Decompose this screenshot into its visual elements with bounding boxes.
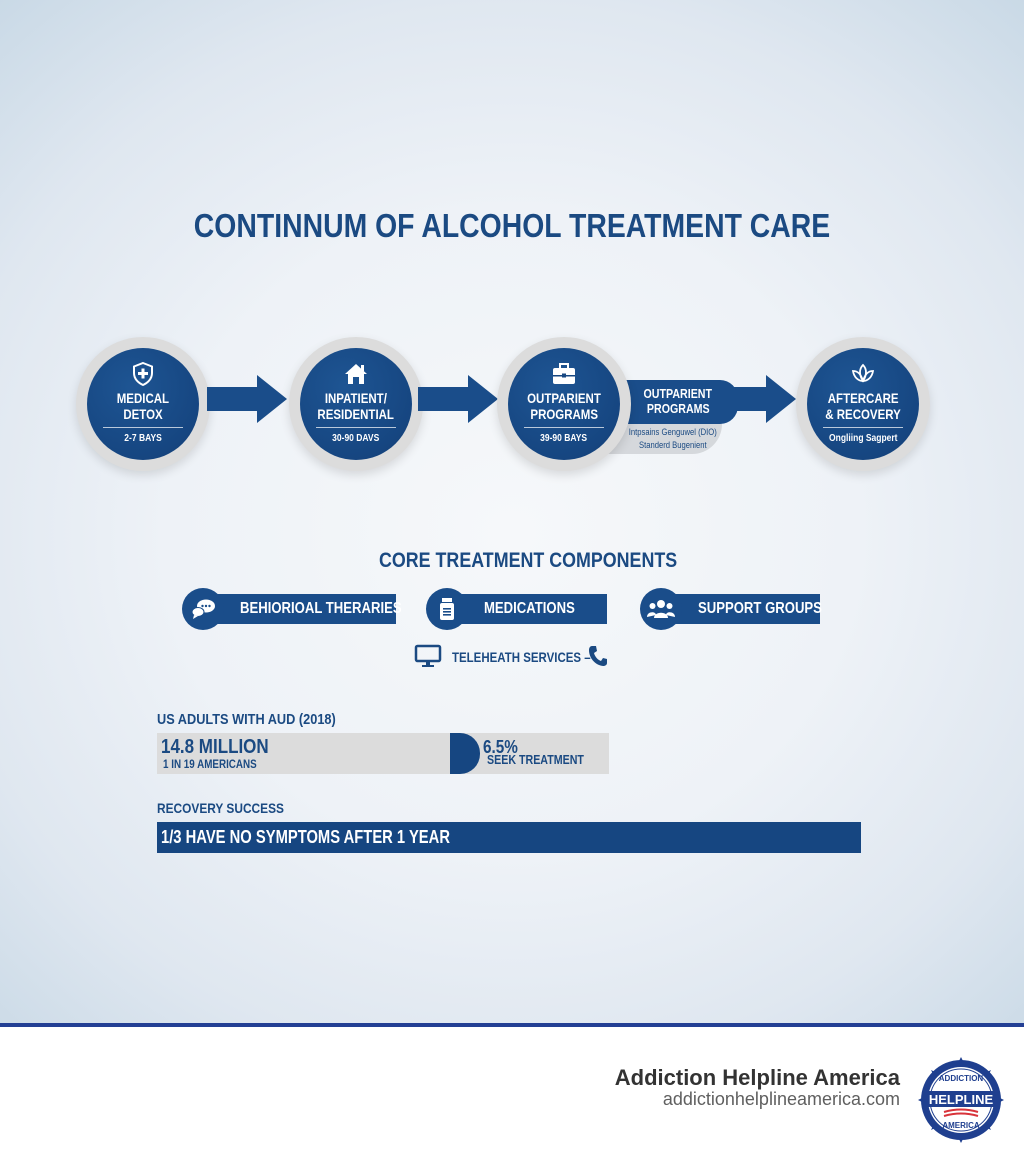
- svg-text:AMERICA: AMERICA: [942, 1121, 980, 1130]
- aud-stat-bar: 14.8 MILLION 1 IN 19 AMERICANS 6.5% SEEK…: [157, 733, 609, 774]
- stage-duration: Ongliing Sagpert: [828, 433, 898, 444]
- stage-line2: PROGRAMS: [530, 406, 598, 422]
- briefcase-icon: [508, 362, 620, 386]
- monitor-icon: [414, 644, 442, 671]
- ext-line2: PROGRAMS: [646, 401, 710, 416]
- infographic-canvas: CONTINNUM OF ALCOHOL TREATMENT CARE MEDI…: [0, 0, 1024, 1024]
- stage-line1: AFTERCARE: [827, 390, 899, 406]
- house-icon: [300, 362, 412, 386]
- brand-url[interactable]: addictionhelplineamerica.com: [662, 1089, 900, 1109]
- helpline-badge-logo: ADDICTION HELPLINE AMERICA: [918, 1057, 1004, 1143]
- divider: [103, 427, 183, 428]
- people-group-icon: [640, 588, 682, 630]
- brand-name: Addiction Helpline America: [614, 1065, 900, 1090]
- core-heading: CORE TREATMENT COMPONENTS: [379, 549, 678, 572]
- core-item-medications: MEDICATIONS: [426, 588, 607, 630]
- stage-aftercare-recovery: AFTERCARE& RECOVERY Ongliing Sagpert: [796, 337, 930, 471]
- telehealth-label: TELEHEATH SERVICES –: [452, 649, 591, 665]
- stat-big-number: 14.8 MILLION: [161, 736, 269, 758]
- stage-line1: INPATIENT/: [324, 390, 388, 406]
- stage-inpatient-residential: INPATIENT/RESIDENTIAL 30-90 DAVS: [289, 337, 423, 471]
- stats-heading: US ADULTS WITH AUD (2018): [157, 711, 336, 728]
- stat-percent: 6.5%: [483, 737, 518, 757]
- chat-bubbles-icon: [182, 588, 224, 630]
- treatment-fill: [450, 733, 480, 774]
- stat-subtext: 1 IN 19 AMERICANS: [163, 757, 257, 771]
- divider: [823, 427, 903, 428]
- core-item-label: SUPPORT GROUPS: [698, 600, 822, 617]
- divider: [524, 427, 604, 428]
- stat-percent-label: SEEK TREATMENT: [487, 752, 584, 767]
- stage-line2: & RECOVERY: [825, 406, 901, 422]
- footer-divider: [0, 1023, 1024, 1027]
- stage-line1: OUTPARIENT: [527, 390, 601, 406]
- stage-line1: MEDICAL: [116, 390, 170, 406]
- telehealth-row: TELEHEATH SERVICES –: [414, 644, 608, 670]
- shield-plus-icon: [87, 362, 199, 386]
- ext-sub1: Intpsains Genguwel (DIO): [628, 427, 717, 437]
- medicine-bottle-icon: [426, 588, 468, 630]
- footer: Addiction Helpline America addictionhelp…: [0, 1027, 1024, 1154]
- stage-line2: RESIDENTIAL: [317, 406, 395, 422]
- svg-text:HELPLINE: HELPLINE: [929, 1092, 994, 1107]
- ext-line1: OUTPARIENT: [643, 386, 713, 401]
- recovery-bar: 1/3 HAVE NO SYMPTOMS AFTER 1 YEAR: [157, 822, 861, 853]
- core-item-behavioral-therapies: BEHIORIOAL THERARIES: [182, 588, 402, 630]
- divider: [316, 427, 396, 428]
- phone-icon: [588, 645, 608, 670]
- stage-line2: DETOX: [123, 406, 163, 422]
- recovery-heading: RECOVERY SUCCESS: [157, 800, 284, 816]
- stage-duration: 30-90 DAVS: [332, 433, 380, 444]
- core-item-support-groups: SUPPORT GROUPS: [640, 588, 822, 630]
- outpatient-extension-sub: Intpsains Genguwel (DIO) Standerd Bugeni…: [618, 426, 728, 452]
- stage-duration: 2-7 BAYS: [124, 433, 162, 444]
- recovery-bar-text: 1/3 HAVE NO SYMPTOMS AFTER 1 YEAR: [161, 827, 450, 847]
- core-item-label: BEHIORIOAL THERARIES: [240, 600, 402, 617]
- svg-text:ADDICTION: ADDICTION: [939, 1074, 984, 1083]
- lotus-leaf-icon: [807, 362, 919, 386]
- ext-sub2: Standerd Bugenient: [639, 440, 707, 450]
- stage-duration: 39-90 BAYS: [540, 433, 588, 444]
- core-item-label: MEDICATIONS: [484, 600, 575, 617]
- page-title: CONTINNUM OF ALCOHOL TREATMENT CARE: [193, 207, 831, 244]
